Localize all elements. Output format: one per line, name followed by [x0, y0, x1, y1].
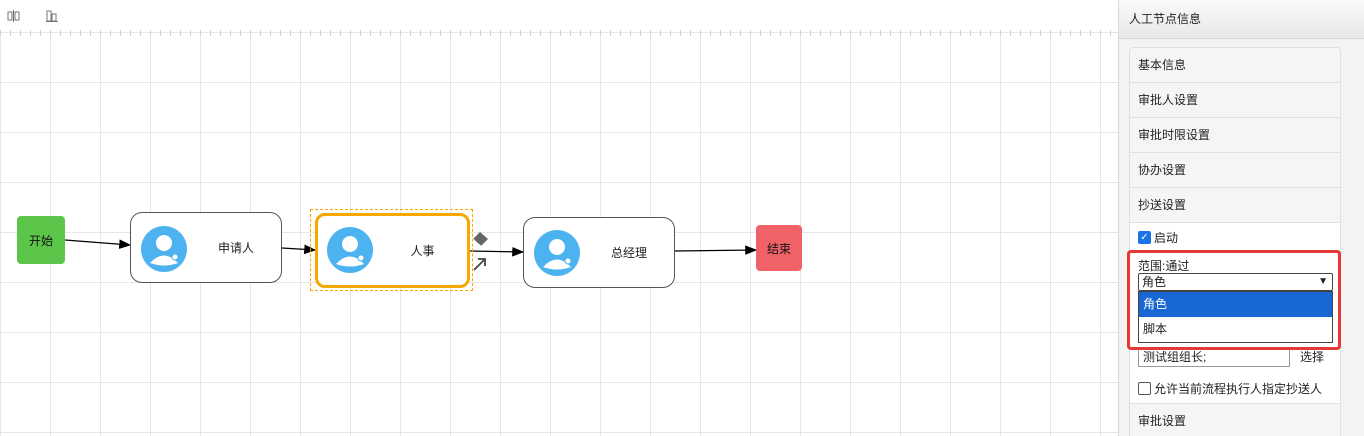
- flow-canvas[interactable]: 开始 申请人 人事 总经理: [0, 0, 1118, 436]
- option-role[interactable]: 角色: [1139, 292, 1332, 317]
- ruler: [0, 30, 1118, 36]
- task-label: 申请人: [217, 241, 254, 255]
- align-horizontal-icon[interactable]: [7, 9, 21, 23]
- task-label: 人事: [410, 244, 435, 258]
- allow-label: 允许当前流程执行人指定抄送人: [1154, 382, 1323, 396]
- range-dropdown: 角色 脚本: [1138, 291, 1333, 343]
- align-vertical-icon[interactable]: [45, 9, 59, 23]
- start-node-label: 开始: [28, 233, 53, 248]
- panel-title: 人工节点信息: [1119, 0, 1364, 39]
- user-avatar-icon: [141, 226, 187, 272]
- section-approver-settings[interactable]: 审批人设置: [1129, 83, 1341, 118]
- end-node[interactable]: 结束: [756, 225, 802, 271]
- task-node-manager[interactable]: 总经理: [523, 217, 675, 288]
- connect-arrow-icon[interactable]: [472, 256, 488, 272]
- end-node-label: 结束: [766, 241, 791, 256]
- edge-hr-to-manager: [469, 246, 525, 257]
- user-avatar-icon: [327, 227, 373, 273]
- section-basic-info[interactable]: 基本信息: [1129, 47, 1341, 83]
- edge-applicant-to-hr: [281, 244, 317, 255]
- selection-outline: [310, 209, 473, 291]
- task-label: 总经理: [610, 246, 647, 260]
- section-approval-settings[interactable]: 审批设置: [1129, 404, 1341, 436]
- cc-recipient-input[interactable]: 测试组组长;: [1138, 347, 1290, 367]
- properties-panel: 人工节点信息 基本信息 审批人设置 审批时限设置 协办设置 抄送设置 ✓ 启动 …: [1118, 0, 1364, 436]
- user-avatar-icon: [534, 230, 580, 276]
- task-node-hr[interactable]: 人事: [315, 213, 470, 288]
- flow-connectors: [64, 239, 758, 257]
- enable-label: 启动: [1154, 231, 1179, 245]
- enable-row: ✓ 启动: [1138, 229, 1332, 246]
- select-button[interactable]: 选择: [1300, 350, 1325, 364]
- range-select-value: 角色: [1142, 275, 1167, 289]
- option-script[interactable]: 脚本: [1143, 322, 1168, 336]
- edge-manager-to-end: [674, 245, 758, 255]
- range-label: 范围:通过: [1138, 259, 1190, 273]
- task-node-applicant[interactable]: 申请人: [130, 212, 282, 283]
- chevron-down-icon: ▼: [1318, 276, 1328, 287]
- highlight-box: [1127, 250, 1341, 350]
- cc-settings-content: ✓ 启动 范围:通过 角色 ▼ 角色 脚本 测试组组长; 选择 允许当前流程执行…: [1129, 223, 1341, 404]
- edge-start-to-applicant: [64, 239, 132, 249]
- section-time-limit-settings[interactable]: 审批时限设置: [1129, 118, 1341, 153]
- eraser-icon[interactable]: [471, 230, 491, 246]
- start-node[interactable]: 开始: [17, 216, 65, 264]
- allow-checkbox[interactable]: [1138, 382, 1151, 395]
- canvas-toolbar: [0, 0, 1118, 30]
- range-select[interactable]: 角色 ▼: [1138, 273, 1333, 291]
- enable-checkbox[interactable]: ✓: [1138, 231, 1151, 244]
- section-cc-settings[interactable]: 抄送设置: [1129, 188, 1341, 223]
- allow-row: 允许当前流程执行人指定抄送人: [1138, 380, 1322, 397]
- section-assist-settings[interactable]: 协办设置: [1129, 153, 1341, 188]
